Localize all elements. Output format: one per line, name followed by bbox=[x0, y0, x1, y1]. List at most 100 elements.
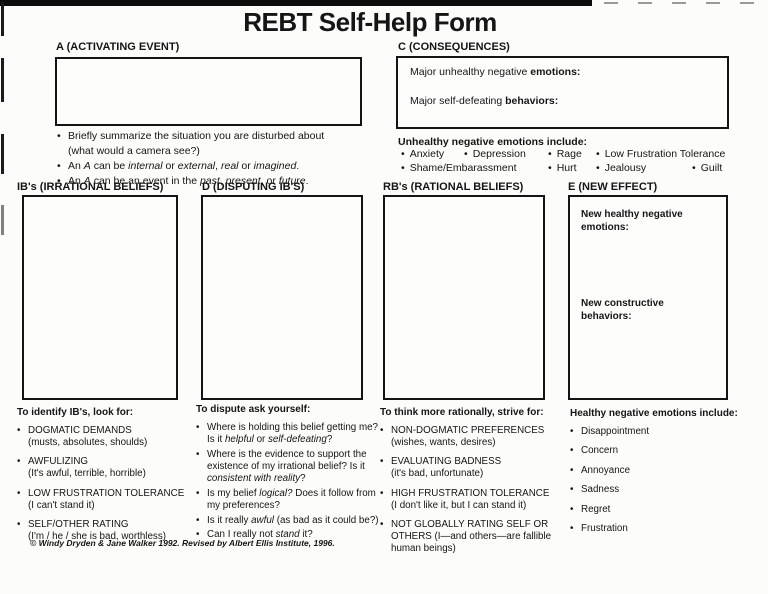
note-line: • Briefly summarize the situation you are… bbox=[57, 129, 367, 144]
list-item: •Is my belief logical? Does it follow fr… bbox=[196, 488, 379, 513]
list-item: • SELF/OTHER RATING(I'm / he / she is bad… bbox=[17, 519, 189, 543]
list-item: • DOGMATIC DEMANDS(musts, absolutes, shou… bbox=[17, 425, 189, 449]
bullet-icon: • bbox=[401, 148, 405, 160]
rational-beliefs-input-box[interactable] bbox=[383, 195, 545, 400]
bullet-icon: • bbox=[596, 148, 600, 160]
bullet-icon: • bbox=[570, 464, 574, 476]
new-effect-input-box[interactable]: New healthy negative emotions: New const… bbox=[568, 195, 728, 400]
scan-left-edge-dash bbox=[1, 205, 4, 235]
scan-top-edge bbox=[0, 0, 592, 6]
list-item: • Is it really awful (as bad as it could … bbox=[196, 515, 379, 527]
list-item: • AWFULIZING(It's awful, terrible, horrib… bbox=[17, 456, 189, 480]
list-item-text: LOW FRUSTRATION TOLERANCE(I can't stand … bbox=[28, 487, 185, 511]
scan-left-edge-dash bbox=[1, 2, 4, 36]
unhealthy-emotion-item: •Guilt bbox=[692, 162, 722, 174]
list-item-text: Frustration bbox=[581, 523, 628, 535]
list-item: • Concern bbox=[570, 445, 760, 457]
bullet-icon: • bbox=[548, 148, 552, 160]
bullet-icon: • bbox=[570, 445, 574, 457]
emotion-label: Depression bbox=[472, 148, 526, 160]
list-item: • EVALUATING BADNESS(it's bad, unfortunat… bbox=[380, 456, 567, 480]
unhealthy-emotions-header: Unhealthy negative emotions include: bbox=[398, 136, 588, 148]
list-item: • Frustration bbox=[570, 523, 760, 535]
note-text: An A can be an event in the past, presen… bbox=[68, 175, 309, 187]
note-text: (what would a camera see?) bbox=[68, 145, 200, 157]
unhealthy-emotion-item: • Depression bbox=[464, 148, 526, 160]
list-item: •Annoyance bbox=[570, 465, 760, 477]
activating-event-input-box[interactable] bbox=[55, 57, 362, 126]
list-item-text: Is it really awful (as bad as it could b… bbox=[207, 514, 379, 526]
list-item-text: SELF/OTHER RATING(I'm / he / she is bad,… bbox=[28, 519, 166, 543]
list-item: •Regret bbox=[570, 504, 760, 516]
bullet-icon: • bbox=[596, 162, 600, 174]
list-item: • Disappointment bbox=[570, 426, 760, 438]
dispute-guide-header: To dispute ask yourself: bbox=[196, 404, 311, 415]
unhealthy-emotion-item: •Shame/Embarassment bbox=[401, 162, 516, 174]
bullet-icon: • bbox=[196, 514, 200, 526]
list-item-text: Sadness bbox=[581, 484, 620, 496]
bullet-icon: • bbox=[17, 424, 21, 436]
list-item: •NON-DOGMATIC PREFERENCES(wishes, wants,… bbox=[380, 425, 567, 449]
note-line: (what would a camera see?) bbox=[57, 144, 367, 159]
bullet-icon: • bbox=[57, 175, 61, 187]
bullet-icon: • bbox=[17, 456, 21, 468]
list-item: • Where is the evidence to support the ex… bbox=[196, 449, 379, 486]
disputing-input-box[interactable] bbox=[201, 195, 363, 400]
bullet-icon: • bbox=[196, 448, 200, 460]
unhealthy-emotion-item: • Hurt bbox=[548, 162, 577, 174]
unhealthy-emotion-item: • Low Frustration Tolerance bbox=[596, 148, 725, 160]
list-item-text: Where is holding this belief getting me?… bbox=[207, 421, 378, 446]
section-a-notes: • Briefly summarize the situation you are… bbox=[57, 129, 367, 189]
emotion-label: Anxiety bbox=[409, 148, 445, 160]
list-item-text: AWFULIZING(It's awful, terrible, horribl… bbox=[28, 456, 146, 480]
section-a-label: A (ACTIVATING EVENT) bbox=[56, 41, 180, 53]
list-item: •Where is holding this belief getting me… bbox=[196, 422, 379, 447]
bullet-icon: • bbox=[380, 487, 384, 499]
rational-guide-list: To think more rationally, strive for: •N… bbox=[380, 407, 567, 563]
bullet-icon: • bbox=[570, 484, 574, 496]
healthy-emotions-header: Healthy negative emotions include: bbox=[570, 408, 738, 419]
list-item-text: Where is the evidence to support the exi… bbox=[207, 448, 367, 485]
list-item-text: EVALUATING BADNESS(it's bad, unfortunate… bbox=[391, 456, 502, 480]
section-e-label: E (NEW EFFECT) bbox=[568, 181, 658, 193]
scan-left-edge-dash bbox=[1, 134, 4, 174]
bullet-icon: • bbox=[464, 148, 468, 160]
scan-left-edge-dash bbox=[1, 58, 4, 102]
note-text: An A can be internal or external, real o… bbox=[68, 160, 300, 172]
unhealthy-emotion-item: • Jealousy bbox=[596, 162, 646, 174]
bullet-icon: • bbox=[548, 162, 552, 174]
emotion-label: Shame/Embarassment bbox=[409, 162, 517, 174]
scan-top-edge-faint bbox=[604, 2, 754, 4]
list-item-text: NON-DOGMATIC PREFERENCES(wishes, wants, … bbox=[391, 424, 545, 448]
emotion-label: Rage bbox=[556, 148, 582, 160]
list-item-text: Can I really not stand it? bbox=[207, 529, 313, 541]
consequences-prompt-emotions: Major unhealthy negative emotions: bbox=[410, 66, 581, 78]
dispute-guide-list: To dispute ask yourself: •Where is holdi… bbox=[196, 404, 379, 543]
bullet-icon: • bbox=[17, 519, 21, 531]
bullet-icon: • bbox=[570, 425, 574, 437]
irrational-beliefs-input-box[interactable] bbox=[22, 195, 178, 400]
emotion-label: Hurt bbox=[556, 162, 577, 174]
emotion-label: Low Frustration Tolerance bbox=[604, 148, 726, 160]
new-effect-prompt-behaviors: New constructive behaviors: bbox=[581, 298, 664, 322]
list-item-text: Concern bbox=[581, 445, 619, 457]
bullet-icon: • bbox=[380, 456, 384, 468]
bullet-icon: • bbox=[570, 523, 574, 535]
list-item-text: Regret bbox=[581, 503, 611, 515]
bullet-icon: • bbox=[57, 130, 61, 142]
list-item-text: HIGH FRUSTRATION TOLERANCE(I don't like … bbox=[391, 487, 550, 511]
list-item-text: DOGMATIC DEMANDS(musts, absolutes, shoul… bbox=[28, 424, 148, 448]
bullet-icon: • bbox=[17, 487, 21, 499]
list-item: • HIGH FRUSTRATION TOLERANCE(I don't like… bbox=[380, 488, 567, 512]
rational-guide-header: To think more rationally, strive for: bbox=[380, 407, 544, 418]
emotion-label: Jealousy bbox=[604, 162, 647, 174]
note-text: Briefly summarize the situation you are … bbox=[68, 130, 325, 142]
bullet-icon: • bbox=[196, 529, 200, 541]
healthy-emotions-list: Healthy negative emotions include: • Disa… bbox=[570, 408, 760, 543]
list-item: •NOT GLOBALLY RATING SELF OR OTHERS (I—a… bbox=[380, 519, 567, 555]
consequences-input-box[interactable]: Major unhealthy negative emotions: Major… bbox=[396, 56, 729, 129]
section-c-label: C (CONSEQUENCES) bbox=[398, 41, 510, 53]
list-item-text: Disappointment bbox=[581, 425, 650, 437]
section-d-label: D (DISPUTING IB'S) bbox=[202, 181, 305, 193]
